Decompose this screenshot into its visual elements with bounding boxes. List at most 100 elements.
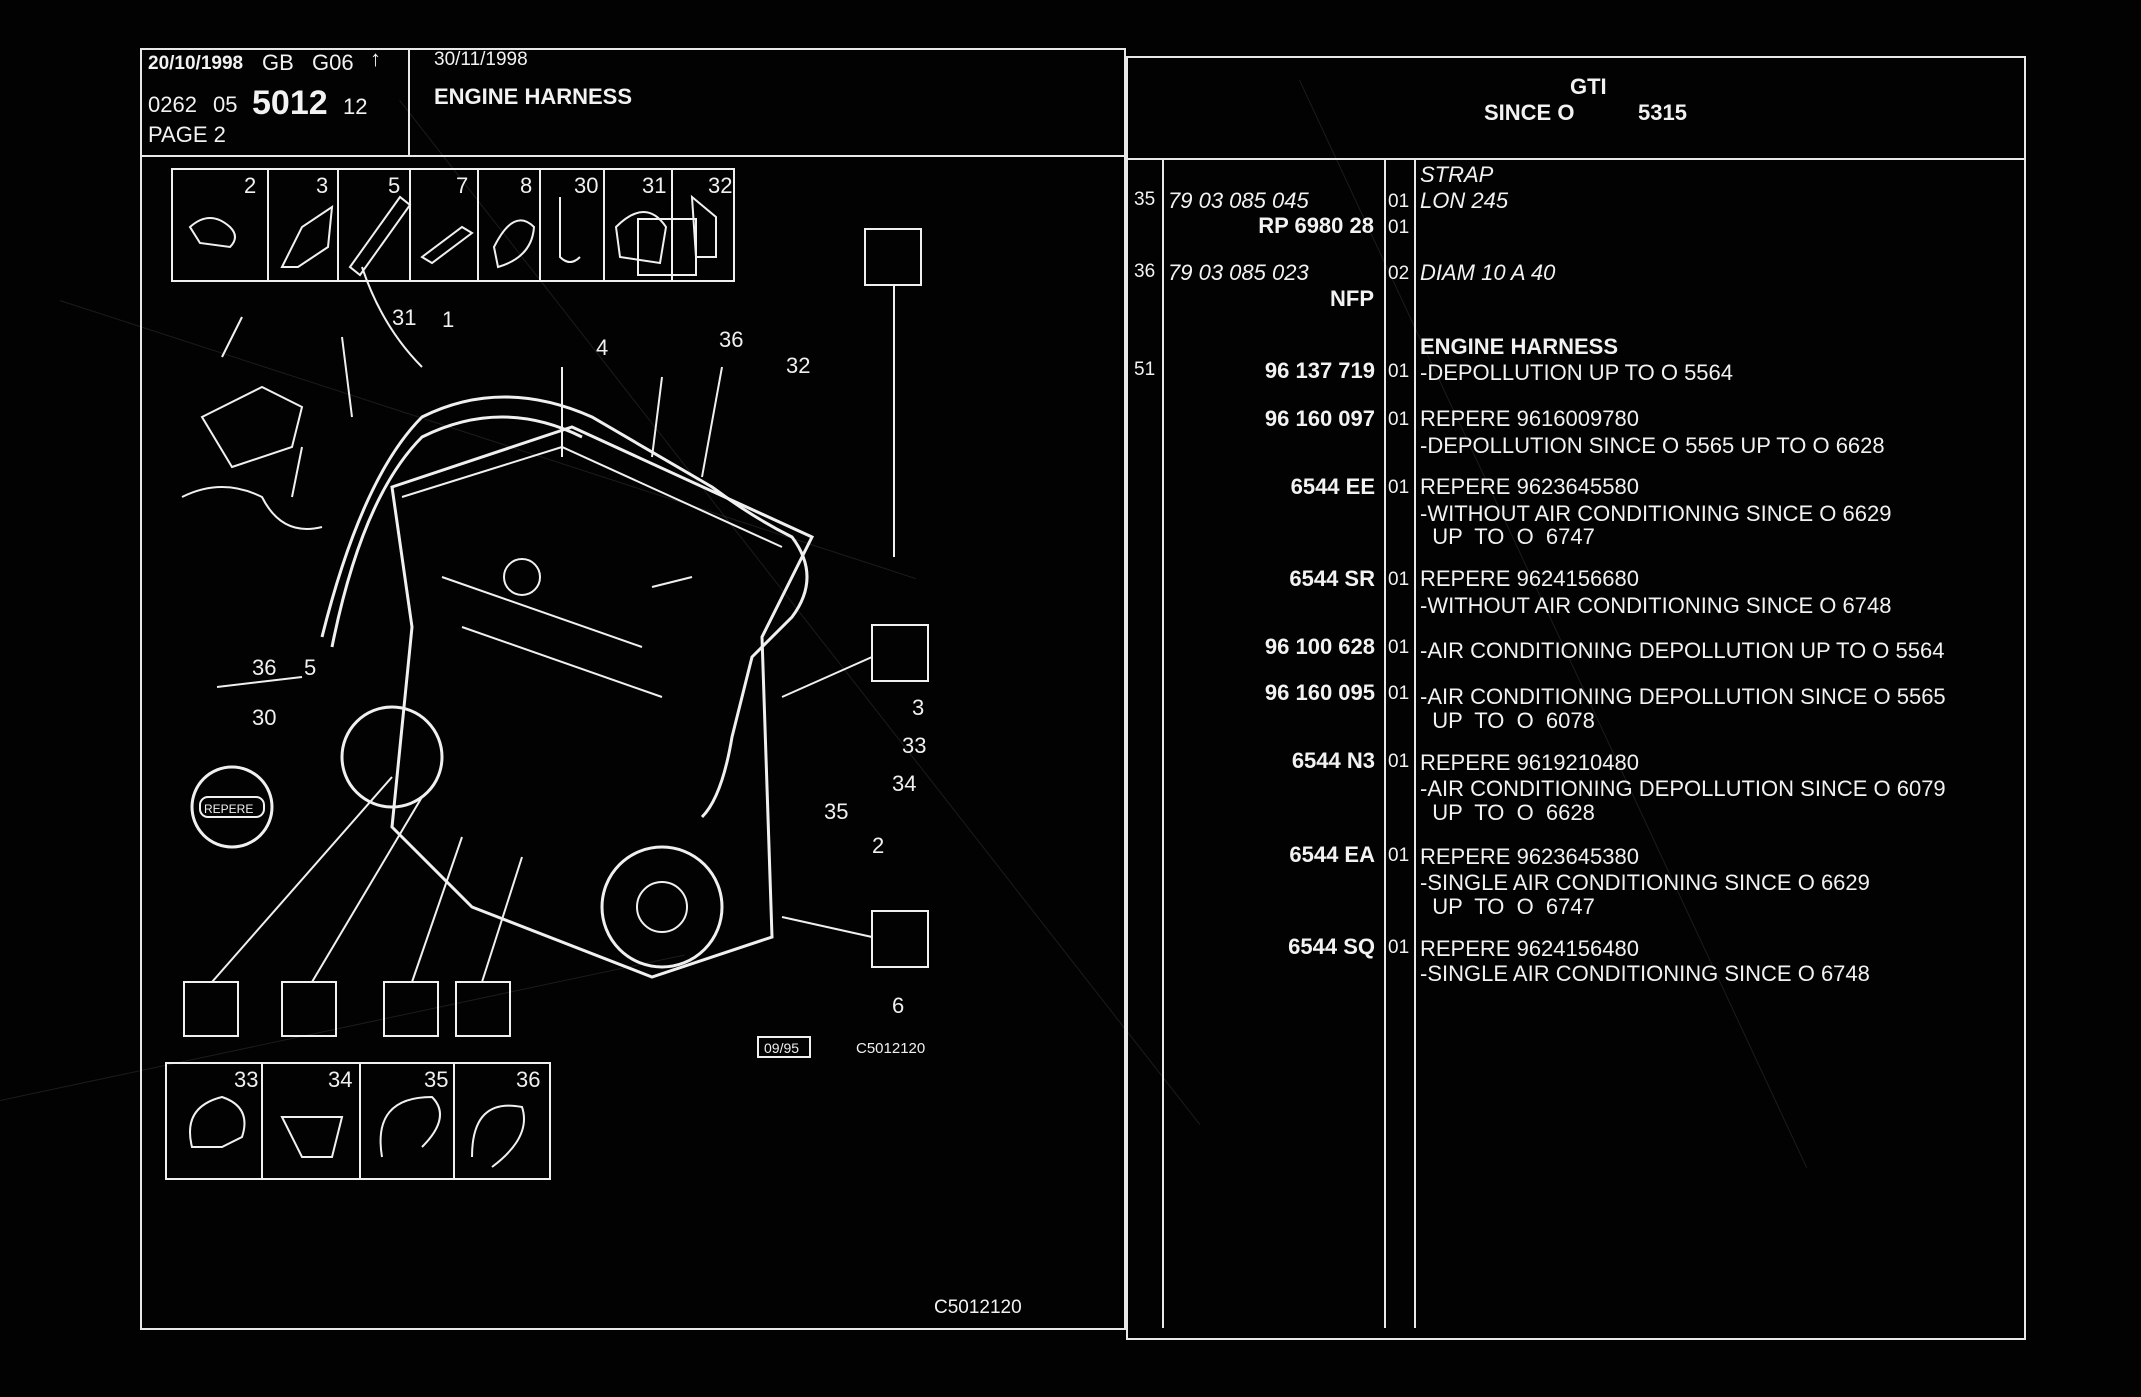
part-desc: REPERE 9624156480 <box>1420 936 1639 961</box>
part-qty: 02 <box>1388 263 1410 284</box>
part-number: 7 <box>456 173 468 198</box>
part-number: 33 <box>234 1067 258 1092</box>
diagram-callouts: 31 1 4 36 32 36 5 30 3 33 34 35 2 6 <box>252 305 926 1018</box>
header-code-main: 5012 <box>252 84 328 122</box>
callout: 1 <box>442 307 454 332</box>
top-parts-strip <box>171 168 735 282</box>
engine-drawing <box>181 218 929 1037</box>
figure-code: C5012120 <box>856 1040 925 1057</box>
callout: 31 <box>392 305 416 330</box>
part-desc: UP TO O 6747 <box>1420 524 1595 549</box>
part-desc: REPERE 9623645580 <box>1420 474 1639 499</box>
part-desc: LON 245 <box>1420 188 1509 213</box>
part-qty: 01 <box>1388 751 1410 772</box>
header-date2: 30/11/1998 <box>434 49 528 70</box>
part-qty: 01 <box>1388 683 1410 704</box>
left-panel-frame <box>140 48 1126 1330</box>
part-qty: 01 <box>1388 361 1410 382</box>
model-since: SINCE O <box>1484 100 1575 125</box>
part-number: 30 <box>574 173 598 198</box>
part-sub-qty: 01 <box>1388 217 1410 238</box>
date-box: 09/95 <box>764 1040 799 1056</box>
callout: 4 <box>596 335 608 360</box>
bottom-parts-strip: 33 34 35 36 <box>165 1062 551 1180</box>
part-ref: 96 160 097 <box>1264 406 1375 431</box>
part-desc: -SINGLE AIR CONDITIONING SINCE O 6629 <box>1420 870 1870 895</box>
figure-code-bottom: C5012120 <box>934 1297 1022 1318</box>
part-qty: 01 <box>1388 637 1410 658</box>
part-desc: UP TO O 6628 <box>1420 800 1595 825</box>
repere-label: REPERE <box>204 802 253 816</box>
callout: 2 <box>872 833 884 858</box>
part-desc: -SINGLE AIR CONDITIONING SINCE O 6748 <box>1420 961 1870 986</box>
part-desc: DIAM 10 A 40 <box>1420 260 1556 285</box>
group-heading: ENGINE HARNESS <box>1420 334 1619 359</box>
callout: 5 <box>304 655 316 680</box>
part-number: 32 <box>708 173 732 198</box>
part-desc: REPERE 9616009780 <box>1420 406 1639 431</box>
part-number: 5 <box>388 173 400 198</box>
header-group: G06 <box>312 50 354 75</box>
part-qty: 01 <box>1388 409 1410 430</box>
part-number: 8 <box>520 173 532 198</box>
part-desc: -DEPOLLUTION UP TO O 5564 <box>1420 360 1734 385</box>
part-ref: 79 03 085 045 <box>1168 188 1309 213</box>
part-number: 35 <box>424 1067 448 1092</box>
part-ref: 6544 EE <box>1290 474 1375 499</box>
item-number: 51 <box>1134 359 1156 380</box>
header-code-mid: 05 <box>213 92 238 117</box>
arrow-up-icon: ↑ <box>370 46 381 71</box>
part-qty: 01 <box>1388 477 1410 498</box>
part-sub-ref: NFP <box>1330 286 1374 311</box>
part-ref: 96 137 719 <box>1264 358 1375 383</box>
part-desc: -WITHOUT AIR CONDITIONING SINCE O 6748 <box>1420 593 1892 618</box>
part-ref: 6544 SR <box>1289 566 1375 591</box>
header-separator <box>408 48 410 155</box>
part-desc: REPERE 9624156680 <box>1420 566 1639 591</box>
model-since-number: 5315 <box>1638 100 1687 125</box>
item-column-line <box>1162 158 1164 1328</box>
part-qty: 01 <box>1388 845 1410 866</box>
callout: 33 <box>902 733 926 758</box>
right-panel-frame <box>1126 56 2026 1340</box>
header-date1: 20/10/1998 <box>148 53 244 74</box>
part-desc: UP TO O 6078 <box>1420 708 1595 733</box>
header-code-suffix: 12 <box>343 94 368 119</box>
part-ref: 79 03 085 023 <box>1168 260 1309 285</box>
part-desc: -WITHOUT AIR CONDITIONING SINCE O 6629 <box>1420 501 1892 526</box>
part-desc: REPERE 9623645380 <box>1420 844 1639 869</box>
part-desc: STRAP <box>1420 162 1494 187</box>
part-desc: -AIR CONDITIONING DEPOLLUTION SINCE O 55… <box>1420 684 1946 709</box>
header-code-prefix: 0262 <box>148 92 197 117</box>
header-lang: GB <box>262 50 294 75</box>
header-page: PAGE 2 <box>148 122 226 147</box>
callout: 30 <box>252 705 276 730</box>
part-ref: 6544 N3 <box>1291 748 1375 773</box>
part-ref: 6544 SQ <box>1288 934 1375 959</box>
ref-column-line <box>1384 158 1386 1328</box>
part-desc: -AIR CONDITIONING DEPOLLUTION SINCE O 60… <box>1420 776 1946 801</box>
part-qty: 01 <box>1388 937 1410 958</box>
part-qty: 01 <box>1388 569 1410 590</box>
engine-harness-diagram: 31 1 4 36 32 36 5 30 3 33 34 35 2 6 2 3 … <box>165 168 929 1180</box>
callout: 34 <box>892 771 916 796</box>
callout: 32 <box>786 353 810 378</box>
part-qty: 01 <box>1388 191 1410 212</box>
part-number: 2 <box>244 173 256 198</box>
part-ref: 96 160 095 <box>1264 680 1375 705</box>
part-number: 31 <box>642 173 666 198</box>
callout: 36 <box>252 655 276 680</box>
part-ref: 6544 EA <box>1289 842 1375 867</box>
part-sub-ref: RP 6980 28 <box>1258 213 1374 238</box>
right-header-divider <box>1126 158 2026 160</box>
part-number: 36 <box>516 1067 540 1092</box>
header-divider <box>140 155 1126 157</box>
callout: 36 <box>719 327 743 352</box>
part-desc: -DEPOLLUTION SINCE O 5565 UP TO O 6628 <box>1420 433 1885 458</box>
item-number: 35 <box>1134 189 1156 210</box>
part-number: 34 <box>328 1067 352 1092</box>
callout: 35 <box>824 799 848 824</box>
part-desc: REPERE 9619210480 <box>1420 750 1639 775</box>
callout: 3 <box>912 695 924 720</box>
part-desc: UP TO O 6747 <box>1420 894 1595 919</box>
